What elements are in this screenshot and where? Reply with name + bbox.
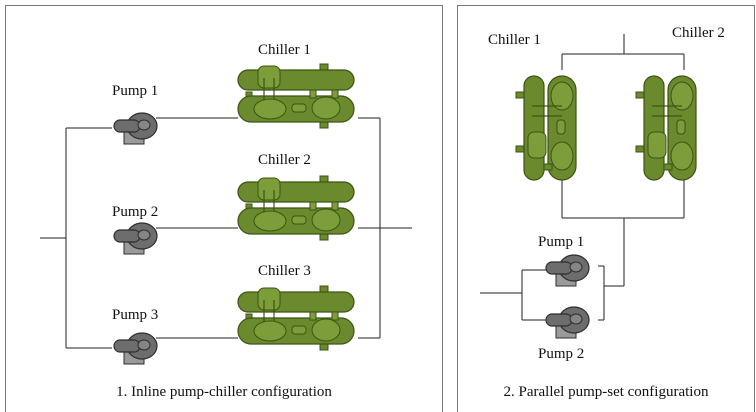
left-panel-border (5, 5, 443, 412)
chiller-1-unit (237, 63, 355, 129)
chiller-2-label: Chiller 2 (258, 152, 311, 168)
chiller-3-label: Chiller 3 (258, 263, 311, 279)
right-pump-2-label: Pump 2 (538, 346, 584, 362)
right-chiller-2-label: Chiller 2 (672, 25, 725, 41)
left-panel: Chiller 1 Chiller 2 Chiller 3 Pump 1 Pum… (5, 5, 443, 412)
right-caption: 2. Parallel pump-set configuration (504, 384, 709, 400)
left-caption: 1. Inline pump-chiller configuration (116, 384, 332, 400)
pump-3-label: Pump 3 (112, 307, 158, 323)
chiller-1-label: Chiller 1 (258, 42, 311, 58)
right-panel-border (457, 5, 755, 412)
chiller-2-unit (237, 175, 355, 241)
right-panel: Chiller 1 Chiller 2 Pump 1 Pump 2 2. Par… (457, 5, 755, 412)
right-chiller-1-label: Chiller 1 (488, 32, 541, 48)
left-piping (40, 117, 412, 349)
right-pump-1-label: Pump 1 (538, 234, 584, 250)
chiller-3-unit (237, 285, 355, 351)
right-piping (480, 34, 685, 321)
pump-2-label: Pump 2 (112, 204, 158, 220)
pump-1-label: Pump 1 (112, 83, 158, 99)
